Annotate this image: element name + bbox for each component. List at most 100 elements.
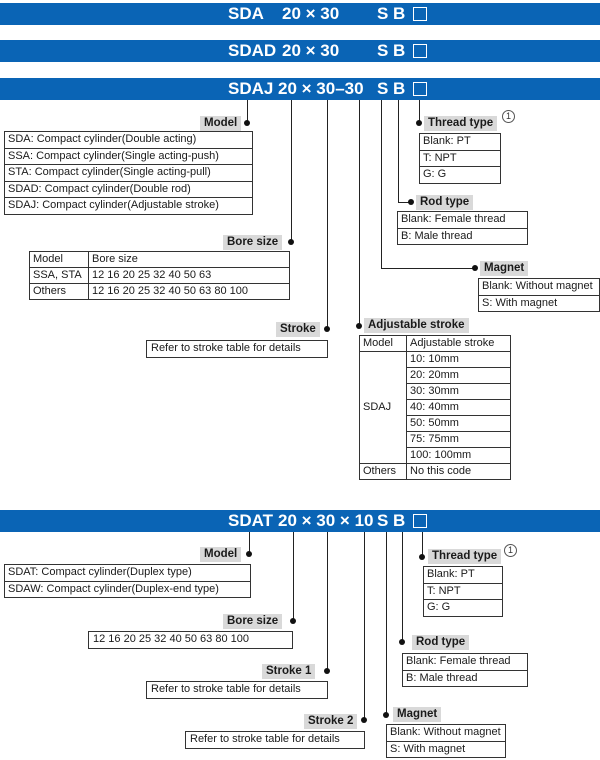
- stroke-box: Refer to stroke table for details: [146, 340, 328, 358]
- footnote-marker: 1: [502, 110, 515, 123]
- list-item: SDAJ: Compact cylinder(Adjustable stroke…: [8, 199, 219, 211]
- table-cell: 10: 10mm: [406, 351, 511, 368]
- table-cell: Others: [359, 463, 407, 480]
- list-item: SDAD: Compact cylinder(Double rod): [5, 182, 252, 198]
- thread-type-list: Blank: PT T: NPT G: G: [423, 566, 503, 617]
- bullet-dot: [383, 712, 389, 718]
- list-item: Blank: PT: [420, 134, 500, 151]
- connector-model: [249, 532, 250, 554]
- rod-type-list: Blank: Female thread B: Male thread: [402, 653, 528, 687]
- rod-type-tag: Rod type: [412, 635, 470, 650]
- list-item: SDAW: Compact cylinder(Duplex-end type): [8, 582, 219, 595]
- table-row: Model Bore size: [29, 251, 290, 268]
- list-item: SSA: Compact cylinder(Single acting-push…: [5, 149, 252, 165]
- table-cell: Model: [29, 251, 89, 268]
- table-cell: SDAJ: [359, 351, 407, 464]
- bullet-dot: [324, 326, 330, 332]
- header-band-sdaj: SDAJ 20 × 30–30 S B: [0, 78, 600, 100]
- thread-type-list: Blank: PT T: NPT G: G: [419, 133, 501, 184]
- magnet-tag: Magnet: [393, 707, 442, 722]
- table-row: Others 12 16 20 25 32 40 50 63 80 100: [29, 283, 290, 300]
- placeholder-box: [413, 44, 427, 58]
- stroke1-tag: Stroke 1: [262, 664, 316, 679]
- list-item: G: G: [423, 168, 447, 180]
- placeholder-box: [413, 82, 427, 96]
- bullet-dot: [361, 717, 367, 723]
- thread-type-tag: Thread type: [424, 116, 498, 131]
- connector-magnet-h: [381, 268, 475, 269]
- list-item: B: Male thread: [406, 671, 478, 684]
- connector-bore: [293, 532, 294, 622]
- model-list: SDAT: Compact cylinder(Duplex type) SDAW…: [4, 564, 251, 598]
- bore-size-table: Model Bore size SSA, STA 12 16 20 25 32 …: [29, 251, 290, 300]
- model-list: SDA: Compact cylinder(Double acting) SSA…: [4, 131, 253, 215]
- adjustable-stroke-table: Model Adjustable stroke SDAJ 10: 10mm 20…: [359, 335, 511, 480]
- bore-size-box: 12 16 20 25 32 40 50 63 80 100: [88, 631, 293, 649]
- list-item: SDA: Compact cylinder(Double acting): [5, 132, 252, 149]
- bullet-dot: [408, 199, 414, 205]
- band-spec: 20 × 30 × 10: [278, 511, 374, 530]
- band-model: SDAT: [228, 511, 274, 530]
- connector-stroke: [327, 100, 328, 331]
- stroke1-text: Refer to stroke table for details: [151, 683, 301, 695]
- table-cell: Model: [359, 335, 407, 352]
- list-item: Blank: PT: [424, 567, 502, 584]
- band-model: SDA: [228, 4, 264, 23]
- band-spec: 20 × 30: [282, 4, 340, 23]
- placeholder-box: [413, 514, 427, 528]
- model-tag: Model: [200, 116, 242, 131]
- stroke-tag: Stroke: [276, 322, 320, 337]
- list-item: Blank: Without magnet: [387, 725, 505, 742]
- footnote-marker: 1: [504, 544, 517, 557]
- list-item: Blank: Without magnet: [479, 279, 599, 296]
- table-cell: 12 16 20 25 32 40 50 63: [88, 267, 290, 284]
- table-row: Model Adjustable stroke: [359, 335, 511, 352]
- connector-thread: [419, 100, 420, 123]
- bullet-dot: [472, 265, 478, 271]
- connector-stroke2: [364, 532, 365, 720]
- rod-type-list: Blank: Female thread B: Male thread: [397, 211, 528, 245]
- placeholder-box: [413, 7, 427, 21]
- band-suffix: S B: [377, 41, 406, 60]
- adjustable-stroke-tag: Adjustable stroke: [364, 318, 469, 333]
- band-model: SDAJ: [228, 79, 274, 98]
- bullet-dot: [288, 239, 294, 245]
- bore-size-tag: Bore size: [223, 235, 283, 250]
- list-item: G: G: [427, 601, 451, 613]
- header-band-sda: SDA 20 × 30 S B: [0, 3, 600, 25]
- table-row: 20: 20mm: [360, 367, 511, 384]
- connector-magnet: [386, 532, 387, 715]
- band-spec: 20 × 30–30: [278, 79, 364, 98]
- bullet-dot: [290, 618, 296, 624]
- bullet-dot: [416, 120, 422, 126]
- table-cell: 12 16 20 25 32 40 50 63 80 100: [88, 283, 290, 300]
- model-tag: Model: [200, 547, 242, 562]
- magnet-list: Blank: Without magnet S: With magnet: [478, 278, 600, 312]
- connector-rod: [402, 532, 403, 642]
- table-cell: 20: 20mm: [406, 367, 511, 384]
- list-item: T: NPT: [424, 584, 502, 600]
- table-row: SDAJ 10: 10mm: [359, 351, 511, 464]
- band-suffix: S B: [377, 4, 406, 23]
- list-item: STA: Compact cylinder(Single acting-pull…: [5, 165, 252, 182]
- connector-magnet: [381, 100, 382, 268]
- table-cell: 50: 50mm: [406, 415, 511, 432]
- band-suffix: S B: [377, 511, 406, 530]
- stroke2-box: Refer to stroke table for details: [185, 731, 365, 749]
- bore-size-values: 12 16 20 25 32 40 50 63 80 100: [93, 633, 249, 645]
- stroke1-box: Refer to stroke table for details: [146, 681, 328, 699]
- table-cell: 100: 100mm: [406, 447, 511, 464]
- bullet-dot: [399, 639, 405, 645]
- table-row: SSA, STA 12 16 20 25 32 40 50 63: [29, 267, 290, 284]
- connector-stroke1: [327, 532, 328, 672]
- connector-rod: [398, 100, 399, 202]
- list-item: S: With magnet: [482, 296, 558, 309]
- connector-model: [247, 100, 248, 121]
- table-cell: 30: 30mm: [406, 383, 511, 400]
- list-item: T: NPT: [420, 151, 500, 167]
- magnet-list: Blank: Without magnet S: With magnet: [386, 724, 506, 758]
- header-band-sdad: SDAD 20 × 30 S B: [0, 40, 600, 62]
- list-item: Blank: Female thread: [403, 654, 527, 671]
- stroke-text: Refer to stroke table for details: [151, 342, 301, 354]
- stroke2-text: Refer to stroke table for details: [190, 733, 340, 745]
